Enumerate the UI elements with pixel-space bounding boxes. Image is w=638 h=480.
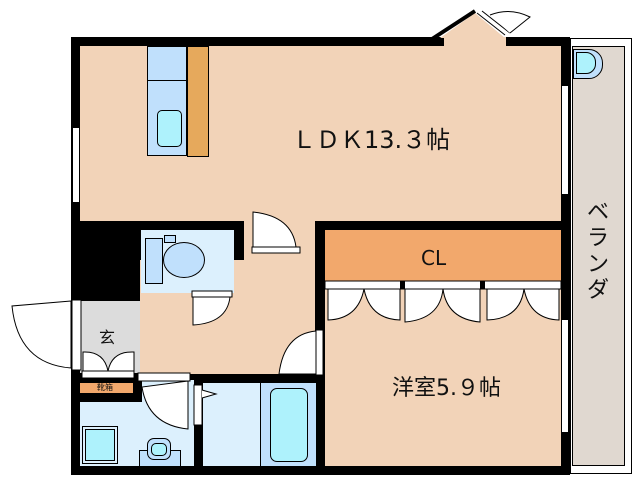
- closet: [325, 230, 561, 281]
- ldk-right-window: [561, 86, 569, 194]
- bay-window-floor: [444, 37, 506, 47]
- toilet-door: [191, 290, 233, 326]
- western-room-label: 洋室5.９帖: [392, 376, 501, 401]
- toilet-bowl: [163, 242, 205, 278]
- western-room-window: [561, 320, 569, 432]
- closet-doors: [324, 280, 562, 323]
- washroom-door: [137, 372, 191, 430]
- bay-window: [430, 9, 531, 41]
- western-room-door: [278, 329, 324, 376]
- kitchen-stove-divider: [147, 80, 187, 81]
- entrance-door: [11, 299, 82, 371]
- entrance-label: 玄: [99, 328, 116, 347]
- ldk-left-window: [72, 128, 80, 202]
- ldk-label: ＬＤＫ13.３帖: [292, 126, 451, 154]
- western-room: [325, 283, 561, 466]
- closet-label: CL: [421, 246, 447, 270]
- toilet-tank-lid: [164, 235, 176, 243]
- bathtub: [270, 388, 308, 462]
- balcony: [572, 46, 625, 466]
- washing-machine: [82, 426, 118, 464]
- kitchen-sink: [157, 110, 182, 147]
- bathroom-door: [193, 384, 218, 426]
- ldk-door: [251, 211, 301, 254]
- washbasin-bowl: [151, 443, 167, 456]
- toilet-tank: [145, 238, 163, 284]
- air-conditioner-icon: [576, 52, 596, 74]
- kitchen-cabinet: [187, 46, 209, 157]
- shoe-cabinet-label: 靴箱: [97, 383, 113, 392]
- shoe-cabinet-doors: [81, 351, 135, 379]
- balcony-label: ベランダ: [586, 200, 609, 303]
- shoe-cabinet: [80, 383, 133, 393]
